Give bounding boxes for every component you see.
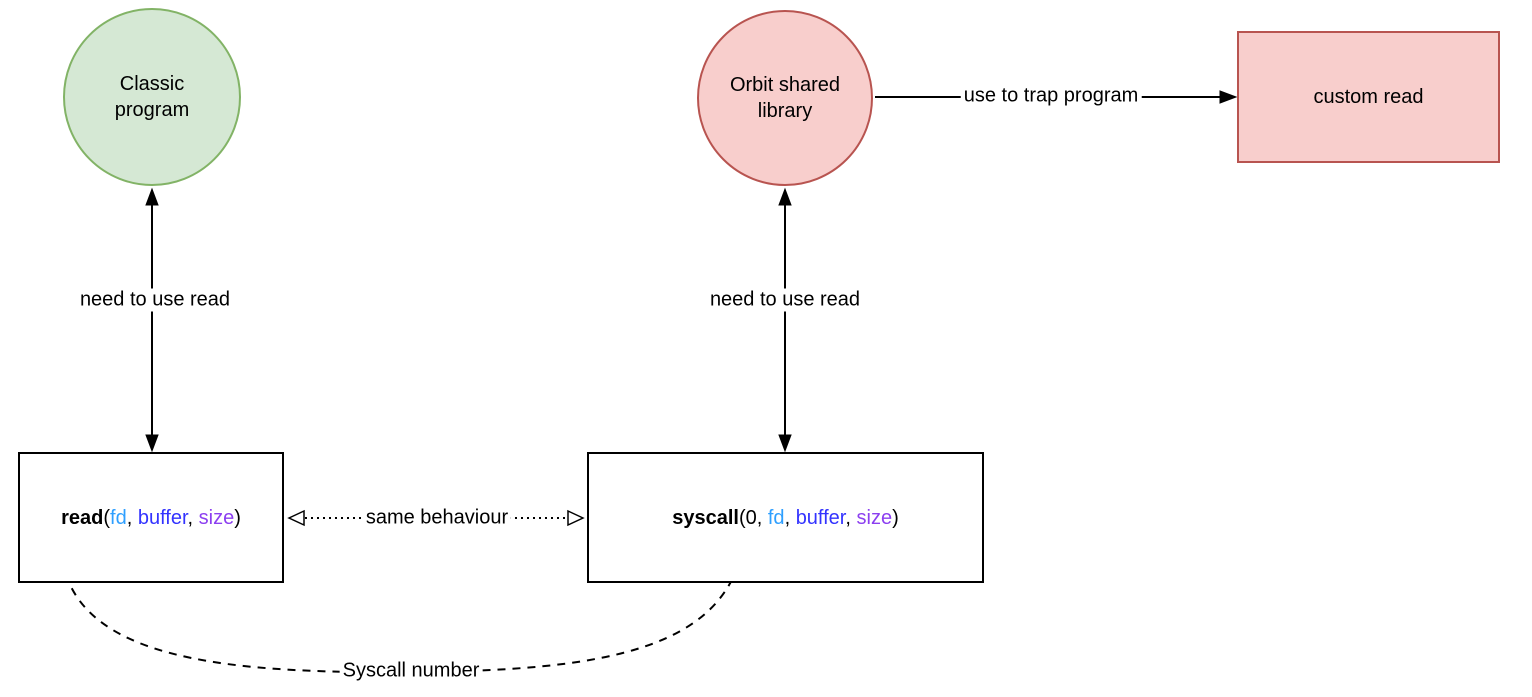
orbit-library-label: Orbit shared library [729,74,841,122]
node-read-call: read(fd, buffer, size) [18,452,284,583]
custom-read-label: custom read [1313,86,1424,108]
node-orbit-shared-library: Orbit shared library [697,10,873,186]
node-syscall-call: syscall(0, fd, buffer, size) [587,452,984,583]
edge-need-read-right [778,187,792,453]
edge-label-use-to-trap: use to trap program [960,84,1142,108]
edge-same-behaviour [287,509,585,527]
syscall-call-label: syscall(0, fd, buffer, size) [672,506,899,529]
classic-program-label: Classic program [114,73,190,121]
edge-label-same-behaviour: same behaviour [362,506,512,530]
read-call-label: read(fd, buffer, size) [61,506,241,529]
edge-label-need-read-right: need to use read [706,288,864,312]
edge-need-read-left [145,187,159,453]
edge-label-syscall-number: Syscall number [339,659,483,683]
node-classic-program: Classic program [63,8,241,186]
node-custom-read: custom read [1237,31,1500,163]
edge-label-need-read-left: need to use read [76,288,234,312]
